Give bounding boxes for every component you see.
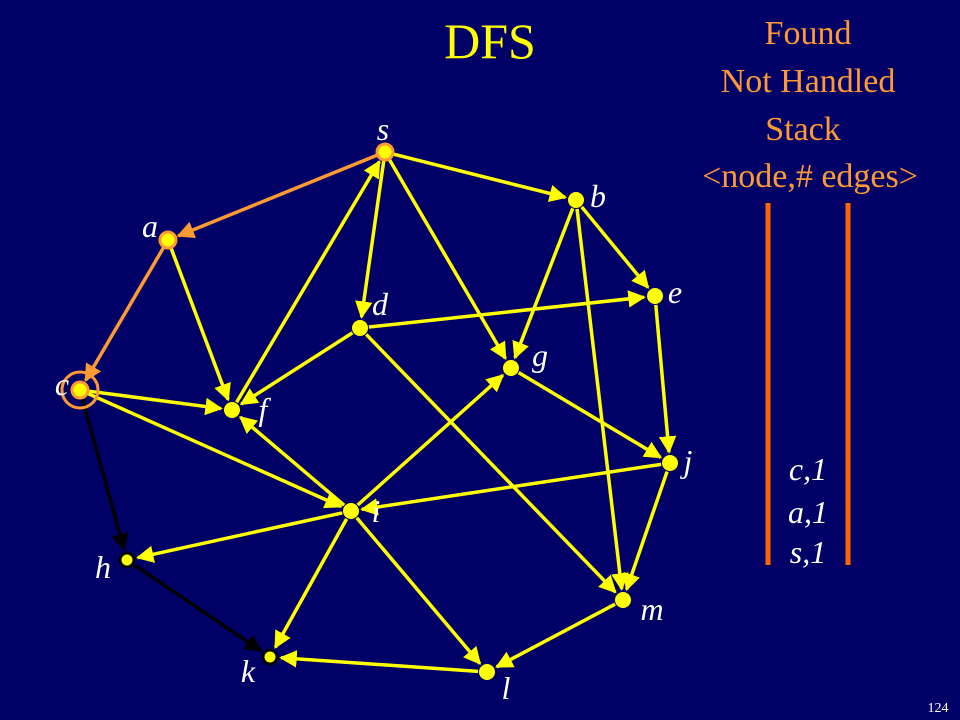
node-l	[479, 664, 495, 680]
edge-c-i	[87, 392, 343, 509]
legend-format: <node,# edges>	[702, 158, 918, 195]
edge-j-m	[623, 470, 669, 592]
edge-s-b	[393, 152, 568, 202]
edge-i-k	[273, 518, 349, 649]
node-label-e: e	[668, 274, 682, 310]
stack-entry: s,1	[790, 534, 826, 570]
slide-title: DFS	[444, 13, 536, 69]
edge-d-e	[368, 290, 646, 329]
node-j	[662, 455, 678, 471]
edge-g-j	[517, 371, 663, 459]
node-a	[158, 230, 178, 250]
edge-l-k	[279, 650, 479, 674]
node-c	[60, 370, 100, 410]
node-label-b: b	[590, 178, 606, 214]
node-label-j: j	[680, 443, 693, 479]
node-f	[224, 402, 240, 418]
edge-c-f	[88, 389, 223, 416]
edge-s-a	[176, 153, 378, 239]
edge-e-j	[654, 304, 677, 454]
edge-c-h	[80, 398, 129, 552]
node-label-g: g	[532, 337, 548, 373]
stack-entry: a,1	[788, 494, 828, 530]
node-label-d: d	[372, 286, 389, 322]
edge-i-l	[355, 516, 482, 665]
node-k	[261, 648, 279, 666]
node-m	[615, 592, 631, 608]
edge-a-f	[169, 247, 231, 402]
node-h	[118, 551, 136, 569]
node-label-m: m	[640, 591, 663, 627]
edge-d-m	[364, 333, 617, 594]
edge-i-f	[239, 415, 346, 507]
legend-stack: Stack	[765, 111, 841, 148]
node-i	[343, 503, 359, 519]
node-label-k: k	[241, 653, 256, 689]
node-label-h: h	[95, 549, 111, 585]
edge-f-s	[235, 159, 381, 404]
stack-entry: c,1	[789, 451, 827, 487]
edge-m-l	[495, 602, 616, 669]
node-d	[352, 320, 368, 336]
node-g	[503, 360, 519, 376]
legend: Found Not Handled Stack <node,# edges>	[702, 15, 918, 195]
node-b	[568, 192, 584, 208]
node-label-i: i	[372, 493, 381, 529]
edge-h-k	[133, 563, 263, 653]
legend-found: Found	[765, 15, 852, 52]
edge-s-d	[355, 160, 386, 319]
page-number: 124	[928, 701, 949, 716]
edge-a-c	[84, 246, 165, 383]
edge-b-e	[580, 205, 650, 289]
node-label-s: s	[377, 111, 389, 147]
node-s	[375, 142, 395, 162]
edge-b-g	[512, 207, 575, 360]
graph-nodes	[60, 142, 678, 680]
graph-edges	[80, 152, 677, 674]
node-label-c: c	[55, 366, 69, 402]
node-e	[647, 288, 663, 304]
edge-s-g	[388, 158, 507, 361]
edge-b-m	[575, 208, 629, 591]
edge-d-f	[239, 331, 354, 406]
stack-entries: c,1 a,1 s,1	[788, 451, 828, 570]
edge-i-g	[356, 374, 505, 507]
node-label-a: a	[142, 208, 158, 244]
edge-j-i	[360, 462, 662, 516]
legend-not-handled: Not Handled	[721, 63, 896, 100]
edge-i-h	[136, 511, 343, 563]
node-label-l: l	[502, 670, 511, 706]
